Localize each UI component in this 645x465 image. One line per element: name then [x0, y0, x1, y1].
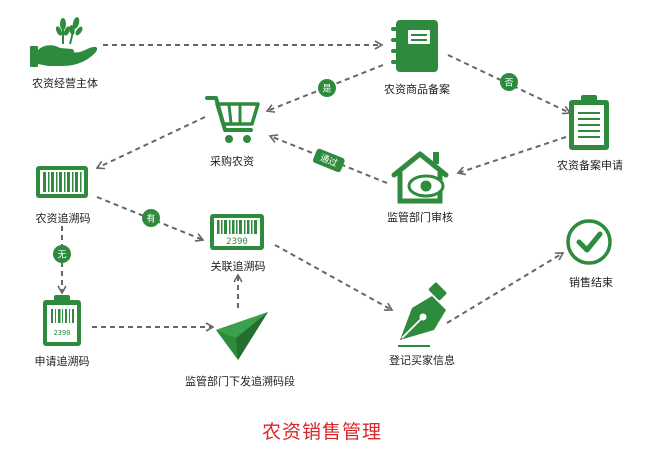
- svg-text:有: 有: [146, 213, 155, 225]
- shopping-cart-icon: [205, 96, 260, 143]
- svg-text:无: 无: [57, 250, 66, 261]
- label-buyer-info: 登记买家信息: [389, 354, 455, 367]
- pen-nib-icon: [398, 282, 447, 347]
- label-product-record: 农资商品备案: [384, 83, 450, 96]
- label-sale-end: 销售结束: [569, 276, 613, 289]
- house-eye-icon: [391, 151, 449, 204]
- label-issue-segment: 监管部门下发追溯码段: [185, 375, 295, 388]
- label-trace-code: 农资追溯码: [35, 212, 91, 225]
- page-title: 农资销售管理: [261, 421, 383, 443]
- check-circle-icon: [566, 219, 612, 265]
- badge-has: 有: [142, 209, 160, 227]
- badge-no: 否: [500, 73, 518, 91]
- svg-text:否: 否: [504, 78, 513, 89]
- arrow-record-to-purchase: [265, 64, 384, 113]
- badge-passed: 通过: [313, 148, 345, 173]
- badge-none: 无: [53, 245, 71, 263]
- label-purchase: 采购农资: [210, 155, 254, 168]
- arrow-apply-to-review: [456, 136, 567, 176]
- paper-plane-icon: [216, 312, 268, 360]
- label-record-apply: 农资备案申请: [557, 159, 623, 172]
- barcode-icon: [36, 166, 88, 198]
- barcode-clipboard-icon: 2390: [43, 295, 81, 346]
- label-apply-code: 申请追溯码: [34, 355, 90, 368]
- notebook-icon: [391, 20, 438, 72]
- svg-text:是: 是: [322, 84, 331, 95]
- badge-yes: 是: [318, 79, 336, 97]
- arrow-link-to-buyer: [274, 244, 394, 311]
- arrow-buyer-to-end: [446, 252, 565, 324]
- barcode-number-icon: 2390: [210, 214, 264, 250]
- arrow-purchase-to-tracecode: [95, 116, 206, 170]
- label-link-code: 关联追溯码: [210, 260, 266, 273]
- svg-text:2390: 2390: [226, 237, 248, 247]
- label-farmer: 农资经营主体: [32, 77, 98, 90]
- label-review: 监管部门审核: [387, 211, 453, 224]
- clipboard-icon: [569, 95, 609, 150]
- hand-wheat-icon: [30, 17, 98, 67]
- svg-text:2390: 2390: [54, 329, 71, 337]
